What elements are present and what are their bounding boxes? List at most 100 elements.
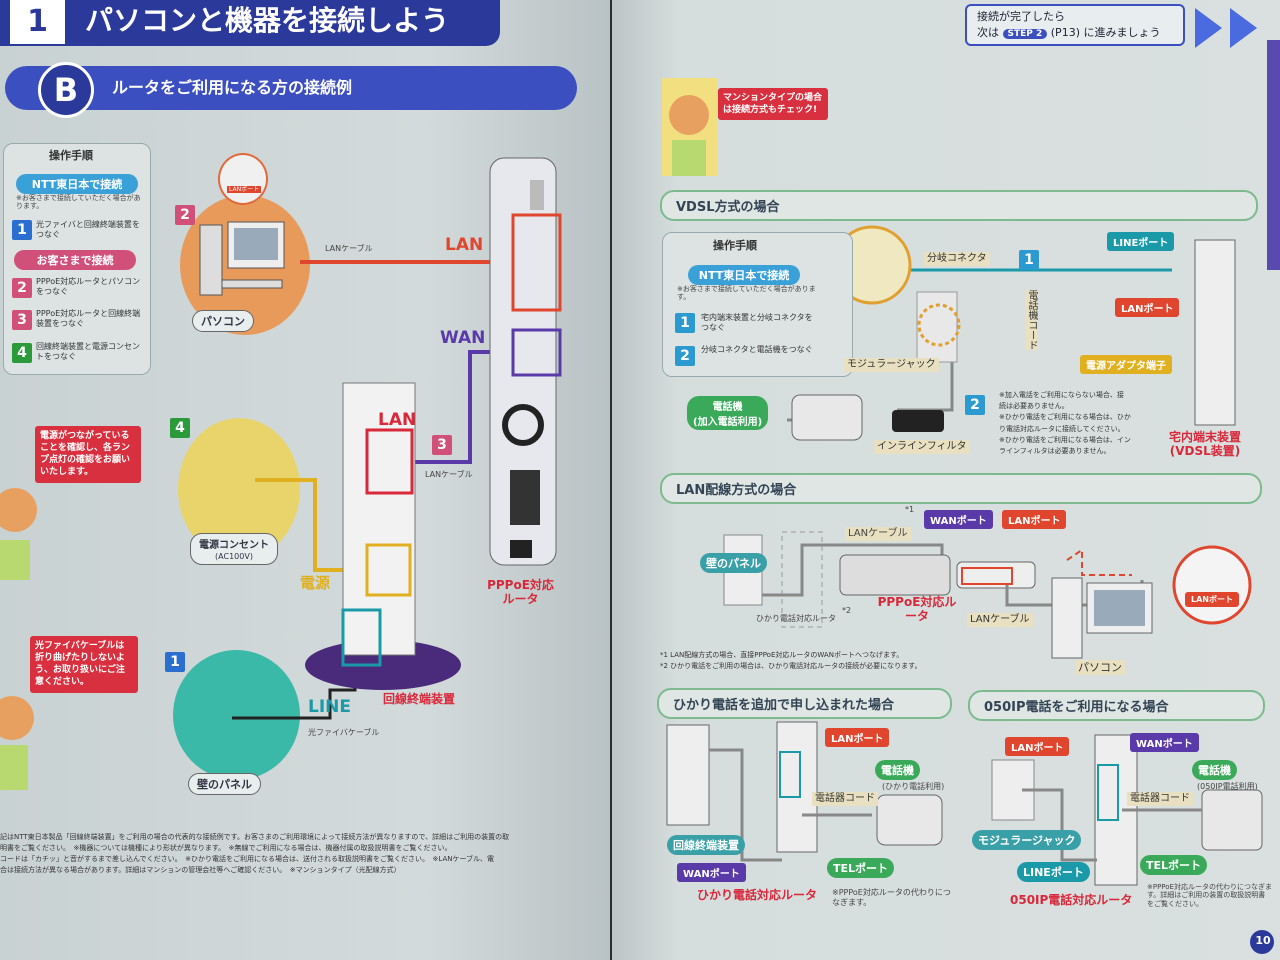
vdsl-section-header: VDSL方式の場合 bbox=[660, 190, 1258, 221]
phone-icon bbox=[791, 394, 863, 441]
lan-port-tag: LANポート bbox=[1002, 510, 1067, 529]
step-1-text: 光ファイバと回線終端装置をつなぐ bbox=[36, 220, 140, 239]
vdsl-step-1-text: 宅内端末装置と分岐コネクタをつなぐ bbox=[701, 313, 813, 332]
lan-cable-label-2: LANケーブル bbox=[967, 613, 1033, 627]
footnote-line: 明書をご覧ください。 ※機器については機種により形状が異なります。 ※無線でご利… bbox=[0, 843, 452, 852]
vdsl-device-label: 宅内端末装置(VDSL装置) bbox=[1169, 430, 1241, 459]
inline-filter-label: インラインフィルタ bbox=[874, 440, 970, 454]
splitter-label: 分岐コネクタ bbox=[924, 252, 990, 266]
footnote-line: 合は接続方法が異なる場合があります。詳細はマンションの管理会社等へご確認ください… bbox=[0, 865, 401, 874]
ntt-note: ※お客さまで接続していただく場合があります。 bbox=[677, 285, 816, 302]
pc-icon bbox=[1051, 577, 1153, 659]
device-sub: (VDSL装置) bbox=[1169, 444, 1241, 459]
section-b-band bbox=[5, 66, 577, 110]
tel-port-label: TELポート bbox=[1140, 855, 1208, 875]
ntt-note: ※お客さまで接続していただく場合があります。 bbox=[16, 194, 141, 211]
power-label: 電源 bbox=[300, 574, 331, 592]
step-2-text: PPPoE対応ルータとパソコンをつなぐ bbox=[36, 277, 141, 296]
router-device bbox=[489, 157, 557, 566]
step-1-number: 1 bbox=[12, 220, 32, 240]
wall-panel-label: 壁のパネル bbox=[700, 553, 767, 573]
ip050-router-name: 050IP電話対応ルータ bbox=[1010, 893, 1133, 907]
note-line: ※ひかり電話をご利用になる場合は、イン bbox=[999, 435, 1131, 444]
fiber-cable-label: 光ファイバケーブル bbox=[308, 728, 380, 737]
next-step-suffix: (P13) に進みましょう bbox=[1050, 26, 1161, 39]
phone-cord-label: 電話機コード bbox=[1025, 290, 1037, 350]
step-4-badge: 4 bbox=[170, 418, 190, 438]
steps-title: 操作手順 bbox=[713, 239, 757, 252]
page-title: パソコンと機器を接続しよう bbox=[85, 4, 450, 37]
lan-cable-label-1: LANケーブル bbox=[845, 527, 911, 541]
ntt-label: NTT東日本で接続 bbox=[688, 265, 800, 285]
next-step-prefix: 次は bbox=[977, 26, 999, 39]
woman-icon bbox=[662, 78, 717, 176]
footnote-line: コードは「カチッ」と音がするまで差し込んでください。 ※ひかり電話をご利用になる… bbox=[0, 854, 495, 863]
lan-wiring-section-header: LAN配線方式の場合 bbox=[660, 473, 1262, 504]
note-line: ※ひかり電話をご利用になる場合は、ひか bbox=[999, 413, 1131, 422]
vdsl-notes: ※加入電話をご利用にならない場合、接続は必要ありません。 ※ひかり電話をご利用にな… bbox=[999, 390, 1131, 457]
wall-panel-circle bbox=[173, 650, 300, 780]
mark-1: *1 bbox=[905, 505, 915, 514]
footnote-line: *1 LAN配線方式の場合、直接PPPoE対応ルータのWANポートへつなげます。 bbox=[660, 651, 904, 659]
modular-jack-icon bbox=[916, 291, 958, 363]
line-port-label: LINEポート bbox=[1017, 862, 1090, 882]
wan-port-tag: WANポート bbox=[1130, 733, 1199, 752]
fiber-caution-bubble: 光ファイバケーブルは折り曲げたりしないよう、お取り扱いにご注意ください。 bbox=[30, 636, 138, 693]
wan-port-tag: WANポート bbox=[677, 863, 746, 882]
lan-port-circle-tag: LANポート bbox=[1185, 592, 1239, 607]
pc-label: パソコン bbox=[1075, 660, 1125, 676]
phone-sub: (050IP電話利用) bbox=[1197, 782, 1258, 791]
mansion-bubble: マンションタイプの場合は接続方式もチェック! bbox=[718, 88, 828, 121]
section-b-title: ルータをご利用になる方の接続例 bbox=[112, 78, 353, 97]
modular-jack-label: モジュラージャック bbox=[844, 358, 939, 372]
note-line: ※加入電話をご利用にならない場合、接 bbox=[999, 391, 1124, 399]
section-b-badge: B bbox=[38, 62, 94, 118]
vdsl-badge-1: 1 bbox=[1019, 250, 1039, 270]
vdsl-step-2-text: 分岐コネクタと電話機をつなぐ bbox=[701, 345, 813, 354]
woman-illustration bbox=[0, 488, 37, 790]
lan-port-circle bbox=[1172, 545, 1252, 625]
wan-label: WAN bbox=[440, 328, 486, 348]
lan-port-tag: LANポート bbox=[1005, 737, 1070, 756]
outlet-sub: (AC100V) bbox=[215, 552, 253, 561]
ip050-section-header: 050IP電話をご利用になる場合 bbox=[968, 690, 1265, 721]
vdsl-step-2-number: 2 bbox=[675, 346, 695, 366]
mark-2: *2 bbox=[842, 606, 852, 615]
left-steps-box: 操作手順 NTT東日本で接続 ※お客さまで接続していただく場合があります。 1 … bbox=[3, 143, 151, 375]
ip050-note: ※PPPoE対応ルータの代わりにつなぎます。詳細はご利用の装置の取扱説明書をご覧… bbox=[1147, 883, 1272, 908]
lan-port-bubble bbox=[218, 153, 268, 205]
step-4-number: 4 bbox=[12, 343, 32, 363]
lan-label: LAN bbox=[445, 235, 484, 255]
onu-line-box bbox=[341, 608, 382, 667]
outlet-label: 電源コンセント(AC100V) bbox=[190, 533, 278, 565]
modular-jack-label: モジュラージャック bbox=[972, 830, 1082, 850]
note-line: 続は必要ありません。 bbox=[999, 402, 1069, 411]
power-check-bubble: 電源がつながっていることを確認し、各ランプ点灯の確認をお願いいたします。 bbox=[35, 426, 141, 483]
lan-port-tag: LANポート bbox=[825, 728, 890, 747]
onu-lan-label: LAN bbox=[378, 410, 417, 430]
step-3-badge: 3 bbox=[432, 435, 452, 455]
inline-filter-icon bbox=[892, 410, 944, 432]
next-arrows-icon bbox=[1195, 8, 1257, 48]
lan-port-tag: LANポート bbox=[1115, 298, 1180, 317]
phone-sub: (加入電話利用) bbox=[693, 417, 763, 428]
pc-label: パソコン bbox=[192, 310, 254, 332]
header-banner bbox=[0, 0, 500, 46]
hikari-devices bbox=[666, 721, 943, 853]
footnote-line: *2 ひかり電話をご利用の場合は、ひかり電話対応ルータの接続が必要になります。 bbox=[660, 662, 922, 671]
footnote-line: 記はNTT東日本製品「回線終端装置」をご利用の場合の代表的な接続例です。お客さま… bbox=[0, 833, 510, 841]
hikari-router-name: ひかり電話対応ルータ bbox=[697, 888, 818, 902]
step-2-number: 2 bbox=[12, 278, 32, 298]
line-label: LINE bbox=[308, 697, 351, 717]
onu-name: 回線終端装置 bbox=[383, 692, 456, 706]
adapter-port-tag: 電源アダプタ端子 bbox=[1080, 355, 1172, 374]
step-4-text: 回線終端装置と電源コンセントをつなぐ bbox=[36, 342, 140, 361]
step-3-number: 3 bbox=[12, 310, 32, 330]
hikari-router-label: ひかり電話対応ルータ bbox=[756, 614, 836, 623]
line-port-tag: LINEポート bbox=[1107, 232, 1175, 251]
vdsl-step-1-number: 1 bbox=[675, 313, 695, 333]
lan-cable-label-1: LANケーブル bbox=[325, 244, 373, 253]
tel-port-label: TELポート bbox=[827, 858, 895, 878]
header-number: 1 bbox=[10, 0, 65, 44]
phone-cord-label: 電話器コード bbox=[812, 792, 878, 806]
